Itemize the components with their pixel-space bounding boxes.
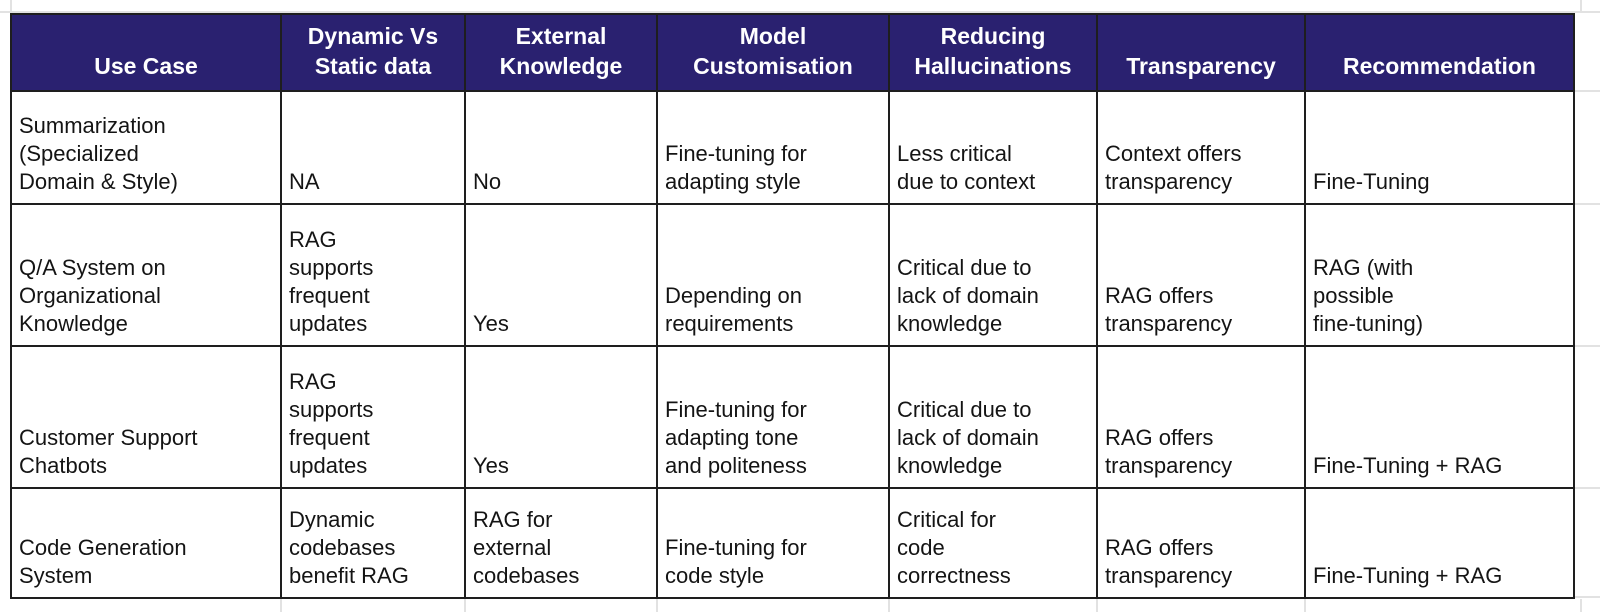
sheet-gridline: [1096, 599, 1098, 612]
sheet-gridline: [1573, 90, 1600, 92]
cell-r3c2[interactable]: RAG for external codebases: [464, 487, 658, 599]
sheet-gridline: [1573, 345, 1600, 347]
sheet-gridline: [1304, 599, 1306, 612]
sheet-gridline: [1580, 599, 1582, 612]
cell-r0c0[interactable]: Summarization (Specialized Domain & Styl…: [10, 90, 282, 205]
sheet-gridline: [1573, 203, 1600, 205]
cell-r3c3[interactable]: Fine-tuning for code style: [656, 487, 890, 599]
cell-r1c2[interactable]: Yes: [464, 203, 658, 347]
cell-r0c1[interactable]: NA: [280, 90, 466, 205]
cell-r3c6[interactable]: Fine-Tuning + RAG: [1304, 487, 1575, 599]
cell-r1c6[interactable]: RAG (with possible fine-tuning): [1304, 203, 1575, 347]
cell-r0c2[interactable]: No: [464, 90, 658, 205]
cell-r3c1[interactable]: Dynamic codebases benefit RAG: [280, 487, 466, 599]
table-row-qa-system: Q/A System on Organizational Knowledge R…: [10, 203, 1575, 347]
sheet-gridline: [656, 599, 658, 612]
sheet-gridline: [280, 599, 282, 612]
cell-r1c0[interactable]: Q/A System on Organizational Knowledge: [10, 203, 282, 347]
cell-r0c3[interactable]: Fine-tuning for adapting style: [656, 90, 890, 205]
cell-r1c4[interactable]: Critical due to lack of domain knowledge: [888, 203, 1098, 347]
cell-r1c5[interactable]: RAG offers transparency: [1096, 203, 1306, 347]
cell-r2c2[interactable]: Yes: [464, 345, 658, 489]
cell-r2c5[interactable]: RAG offers transparency: [1096, 345, 1306, 489]
cell-r2c6[interactable]: Fine-Tuning + RAG: [1304, 345, 1575, 489]
cell-r3c5[interactable]: RAG offers transparency: [1096, 487, 1306, 599]
header-cell-recommendation[interactable]: Recommendation: [1304, 13, 1575, 92]
table-row-code-generation: Code Generation System Dynamic codebases…: [10, 487, 1575, 599]
sheet-gridline: [0, 11, 1600, 13]
rag-vs-finetuning-table: Use Case Dynamic Vs Static data External…: [10, 13, 1575, 599]
cell-r0c4[interactable]: Less critical due to context: [888, 90, 1098, 205]
sheet-gridline: [1573, 596, 1600, 598]
header-cell-transparency[interactable]: Transparency: [1096, 13, 1306, 92]
sheet-gridline: [888, 599, 890, 612]
table-row-customer-support: Customer Support Chatbots RAG supports f…: [10, 345, 1575, 489]
header-cell-dynamic-vs-static-data[interactable]: Dynamic Vs Static data: [280, 13, 466, 92]
cell-r2c3[interactable]: Fine-tuning for adapting tone and polite…: [656, 345, 890, 489]
header-row: Use Case Dynamic Vs Static data External…: [10, 13, 1575, 92]
header-cell-reducing-hallucinations[interactable]: Reducing Hallucinations: [888, 13, 1098, 92]
cell-r2c0[interactable]: Customer Support Chatbots: [10, 345, 282, 489]
header-cell-use-case[interactable]: Use Case: [10, 13, 282, 92]
sheet-gridline: [1580, 0, 1582, 13]
cell-r2c1[interactable]: RAG supports frequent updates: [280, 345, 466, 489]
cell-r0c5[interactable]: Context offers transparency: [1096, 90, 1306, 205]
header-cell-model-customisation[interactable]: Model Customisation: [656, 13, 890, 92]
header-cell-external-knowledge[interactable]: External Knowledge: [464, 13, 658, 92]
table-row-summarization: Summarization (Specialized Domain & Styl…: [10, 90, 1575, 205]
cell-r3c0[interactable]: Code Generation System: [10, 487, 282, 599]
cell-r1c1[interactable]: RAG supports frequent updates: [280, 203, 466, 347]
sheet-gridline: [10, 0, 12, 11]
sheet-gridline: [464, 599, 466, 612]
cell-r2c4[interactable]: Critical due to lack of domain knowledge: [888, 345, 1098, 489]
cell-r3c4[interactable]: Critical for code correctness: [888, 487, 1098, 599]
cell-r1c3[interactable]: Depending on requirements: [656, 203, 890, 347]
cell-r0c6[interactable]: Fine-Tuning: [1304, 90, 1575, 205]
sheet-gridline: [1573, 487, 1600, 489]
